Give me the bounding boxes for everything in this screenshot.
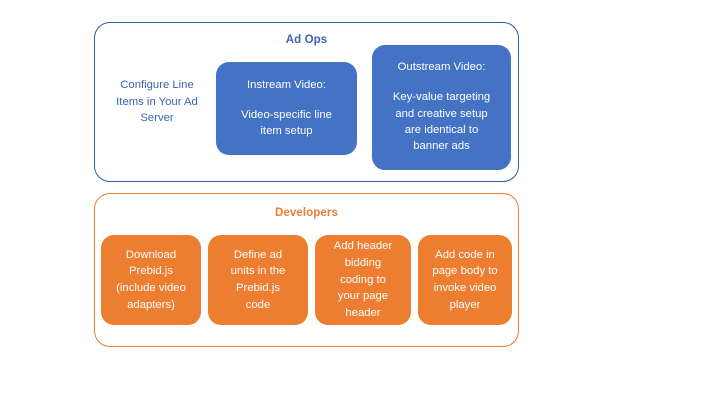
node-add-page-body-code[interactable]: Add code in page body to invoke video pl… — [418, 235, 512, 325]
node-define-ad-units-body: Define ad units in the Prebid.js code — [231, 247, 286, 314]
text-line: Define ad — [233, 248, 283, 261]
text-line: Add code in — [435, 248, 495, 261]
text-line: item setup — [260, 124, 313, 137]
text-line: your page — [337, 290, 389, 303]
text-line: code — [245, 298, 271, 311]
node-configure-line-items: Configure Line Items in Your Ad Server — [105, 70, 209, 134]
text-line: Prebid.js — [236, 282, 280, 294]
text-line: Items in Your Ad — [116, 95, 198, 108]
node-instream-video-body: Video-specific line item setup — [241, 107, 332, 140]
text-line: Server — [140, 112, 174, 125]
text-line: (include video — [116, 282, 186, 294]
text-line: and creative setup — [395, 107, 488, 120]
node-define-ad-units[interactable]: Define ad units in the Prebid.js code — [208, 235, 308, 325]
node-instream-video-heading: Instream Video: — [247, 78, 326, 91]
node-download-prebid[interactable]: Download Prebid.js (include video adapte… — [101, 235, 201, 325]
text-line: page body to — [432, 265, 498, 278]
node-instream-video[interactable]: Instream Video: Video-specific line item… — [216, 62, 357, 155]
text-line: units in the — [230, 265, 286, 278]
node-add-header-bidding-code[interactable]: Add header bidding coding to your page h… — [315, 235, 411, 325]
text-line: bidding — [344, 256, 382, 269]
node-outstream-video-body: Key-value targeting and creative setup a… — [393, 89, 490, 155]
text-line: Add header — [333, 240, 393, 253]
text-line: header — [345, 307, 381, 320]
node-add-header-bidding-code-body: Add header bidding coding to your page h… — [334, 238, 392, 322]
text-line: Prebid.js — [129, 265, 173, 278]
node-outstream-video[interactable]: Outstream Video: Key-value targeting and… — [372, 45, 511, 170]
text-line: Download — [125, 248, 177, 261]
text-line: banner ads — [413, 140, 470, 153]
node-outstream-video-heading: Outstream Video: — [397, 61, 486, 74]
node-download-prebid-body: Download Prebid.js (include video adapte… — [116, 247, 186, 314]
node-add-page-body-code-body: Add code in page body to invoke video pl… — [432, 247, 497, 314]
text-line: Configure Line — [120, 79, 194, 92]
text-line: player — [449, 298, 481, 311]
group-title-ad-ops: Ad Ops — [285, 34, 328, 46]
text-line: are identical to — [404, 123, 479, 136]
text-line: Key-value targeting — [392, 91, 491, 104]
text-line: Video-specific line — [241, 108, 332, 121]
text-line: adapters) — [127, 298, 175, 311]
node-configure-line-items-text: Configure Line Items in Your Ad Server — [116, 77, 198, 126]
text-line: invoke video — [433, 282, 497, 294]
group-title-developers: Developers — [274, 207, 338, 219]
text-line: coding to — [340, 273, 386, 286]
